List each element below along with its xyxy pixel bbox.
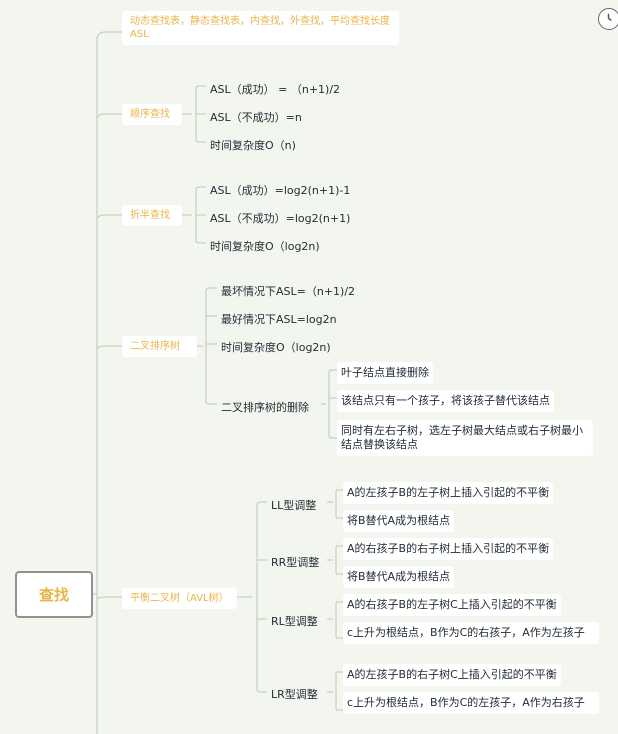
avl-lr-item-2[interactable]: c上升为根结点，B作为C的左孩子，A作为右孩子 xyxy=(343,692,599,714)
avl-ll-node[interactable]: LL型调整 xyxy=(271,499,317,512)
timer-icon[interactable] xyxy=(598,8,618,30)
binary-item-1[interactable]: ASL（成功）=log2(n+1)-1 xyxy=(210,184,351,197)
avl-rr-item-1[interactable]: A的右孩子B的右子树上插入引起的不平衡 xyxy=(343,538,554,560)
binary-item-3[interactable]: 时间复杂度O（log2n) xyxy=(210,240,320,253)
avl-rr-node[interactable]: RR型调整 xyxy=(271,556,320,569)
avl-ll-item-2[interactable]: 将B替代A成为根结点 xyxy=(343,510,455,532)
bst-item-2[interactable]: 最好情况下ASL=log2n xyxy=(221,313,337,326)
avl-node[interactable]: 平衡二叉树（AVL树） xyxy=(122,588,237,609)
avl-lr-item-1[interactable]: A的左孩子B的右子树C上插入引起的不平衡 xyxy=(343,664,561,686)
bst-delete-item-1[interactable]: 叶子结点直接删除 xyxy=(337,362,433,384)
sequential-item-2[interactable]: ASL（不成功）=n xyxy=(210,111,302,124)
sequential-search-node[interactable]: 顺序查找 xyxy=(122,104,182,125)
timer-icon-glyph xyxy=(607,13,612,21)
binary-search-node[interactable]: 折半查找 xyxy=(122,205,182,226)
binary-item-2[interactable]: ASL（不成功）=log2(n+1) xyxy=(210,212,351,225)
bst-delete-node[interactable]: 二叉排序树的删除 xyxy=(221,401,309,414)
intro-node[interactable]: 动态查找表，静态查找表，内查找，外查找，平均查找长度ASL xyxy=(122,11,399,45)
avl-rl-item-1[interactable]: A的右孩子B的左子树C上插入引起的不平衡 xyxy=(343,594,561,616)
bst-item-3[interactable]: 时间复杂度O（log2n) xyxy=(221,341,331,354)
sequential-item-1[interactable]: ASL（成功） = （n+1)/2 xyxy=(210,83,341,96)
bst-delete-item-3[interactable]: 同时有左右子树，选左子树最大结点或右子树最小结点替换该结点 xyxy=(337,420,593,456)
avl-lr-node[interactable]: LR型调整 xyxy=(271,688,318,701)
sequential-item-3[interactable]: 时间复杂度O（n) xyxy=(210,139,296,152)
avl-rr-item-2[interactable]: 将B替代A成为根结点 xyxy=(343,566,455,588)
avl-rl-item-2[interactable]: c上升为根结点，B作为C的右孩子，A作为左孩子 xyxy=(343,622,599,644)
bst-item-1[interactable]: 最坏情况下ASL=（n+1)/2 xyxy=(221,285,356,298)
avl-rl-node[interactable]: RL型调整 xyxy=(271,615,318,628)
bst-delete-item-2[interactable]: 该结点只有一个孩子，将该孩子替代该结点 xyxy=(337,390,554,412)
bst-node[interactable]: 二叉排序树 xyxy=(122,336,197,357)
avl-ll-item-1[interactable]: A的左孩子B的左子树上插入引起的不平衡 xyxy=(343,482,554,504)
root-node[interactable]: 查找 xyxy=(15,571,93,618)
